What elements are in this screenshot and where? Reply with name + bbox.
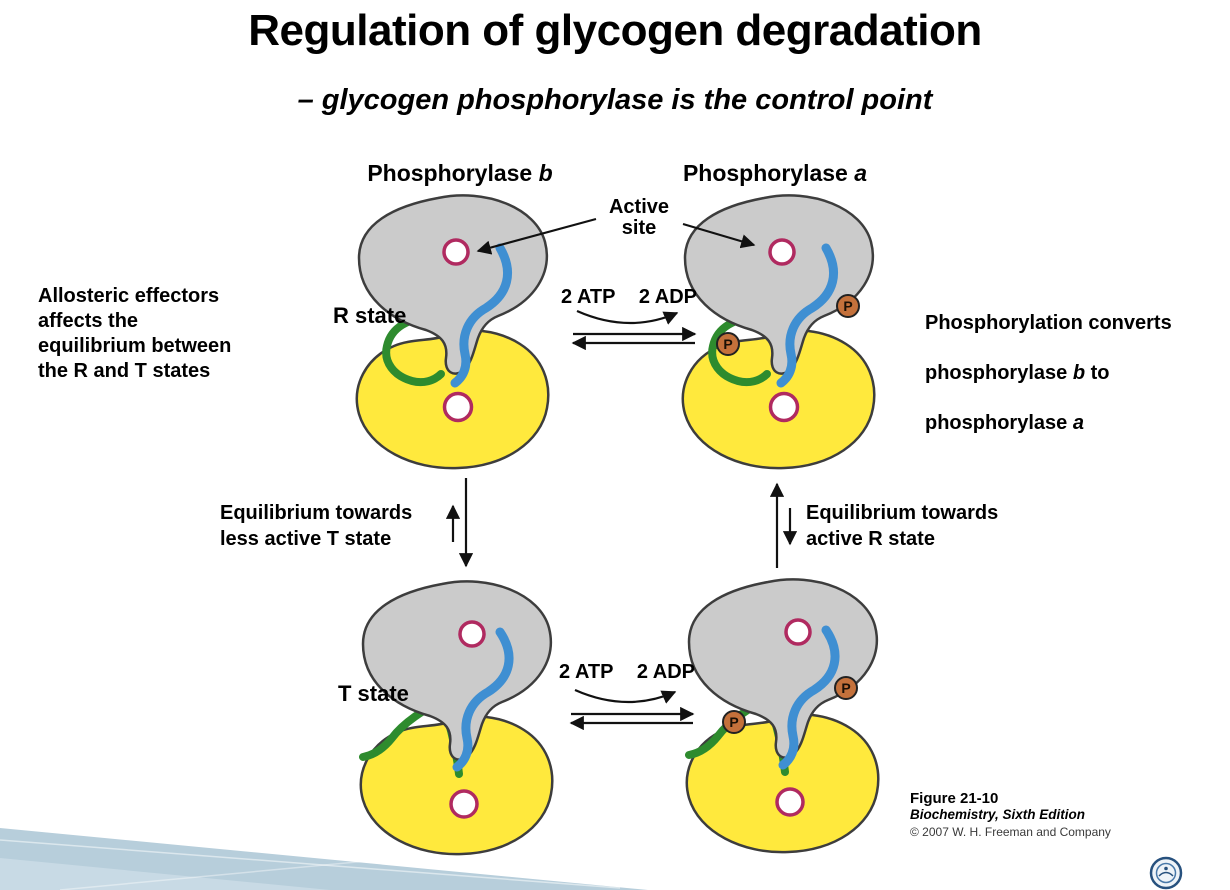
footer-line [0,839,621,889]
page-subtitle: – glycogen phosphorylase is the control … [297,84,933,116]
note-line: phosphorylase b to [925,362,1110,384]
phosphorylase-word: Phosphorylase [367,160,533,186]
molecule-shape [683,195,874,468]
page-title: Regulation of glycogen degradation [248,6,982,55]
phosphate-badge: P [834,676,858,700]
footer-decoration [0,828,648,890]
equilibrium-right-label: Equilibrium towards active R state [806,502,999,550]
equilibrium-left-label: Equilibrium towards less active T state [220,502,413,550]
note-line: phosphorylase a [925,412,1084,434]
phosphate-badge: P [836,294,860,318]
phosphate-circle [722,710,746,734]
molecule-shape [361,581,552,854]
phosphate-circle [834,676,858,700]
variant-b: b [1072,362,1086,384]
molecule-shape [687,579,878,852]
figure-number: Figure 21-10 [910,790,999,807]
phosphate-badge: P [716,332,740,356]
seal-emblem [1158,871,1174,877]
seal-logo [1149,856,1183,890]
footer-wedge-highlight [0,858,330,890]
figure-caption: Figure 21-10 Biochemistry, Sixth Edition… [910,791,1140,840]
variant-a: a [854,160,868,186]
active-site-label: Active site [580,197,698,239]
phosphorylase-b-label: Phosphorylase b [335,160,585,187]
variant-b: b [538,160,553,186]
molecule-shape [357,195,548,468]
phosphorylase-a-molecule: P P [672,190,892,480]
footer-line [59,855,421,890]
phosphate-label: P [723,336,732,352]
seal-inner-ring [1155,862,1177,884]
phosphate-label: P [841,680,850,696]
copyright: © 2007 W. H. Freeman and Company [910,825,1111,839]
phosphorylase-word: Phosphorylase [682,160,848,186]
t-state-molecule [350,576,570,866]
atp-label: 2 ATP [561,286,616,308]
note-phosphorylation: Phosphorylation converts phosphorylase b… [925,286,1215,461]
phosphate-circle [716,332,740,356]
phosphate-badge: P [722,710,746,734]
phosphate-circle [836,294,860,318]
atp-adp-labels-top: 2 ATP 2 ADP [561,286,697,309]
active-site-line1: Active [608,196,670,218]
atp-adp-curve-bottom [574,688,677,704]
atp-adp-labels-bottom: 2 ATP 2 ADP [559,661,695,684]
phosphate-label: P [729,714,738,730]
atp-adp-curve-top [576,309,679,325]
seal-dot [1164,866,1168,871]
t-state-phosphorylated-molecule: P P [676,574,896,864]
book-title: Biochemistry, Sixth Edition [910,807,1086,822]
phosphorylase-a-label: Phosphorylase a [650,160,900,187]
adp-label: 2 ADP [636,661,695,683]
phosphorylase-b-molecule [346,190,566,480]
active-site-line2: site [621,217,657,239]
adp-label: 2 ADP [638,286,697,308]
phosphate-label: P [843,298,852,314]
note-line: Phosphorylation converts [925,312,1172,334]
r-state-label: R state [333,303,407,328]
t-state-label: T state [338,681,409,706]
variant-a: a [1072,412,1084,434]
note-allosteric: Allosteric effectors affects the equilib… [38,285,232,382]
atp-label: 2 ATP [559,661,614,683]
